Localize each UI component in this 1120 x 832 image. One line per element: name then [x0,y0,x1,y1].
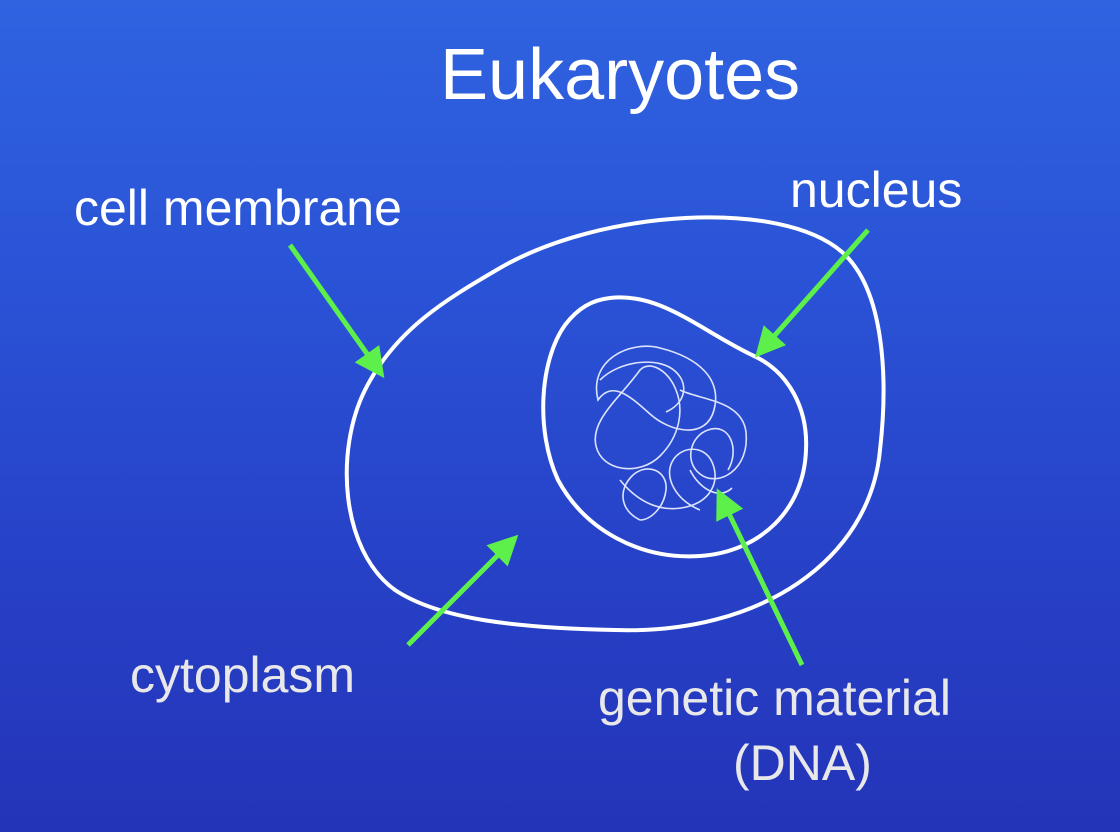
label-cell-membrane: cell membrane [74,180,402,236]
label-nucleus: nucleus [790,162,963,218]
slide-title: Eukaryotes [440,35,801,115]
arrow-cytoplasm [406,534,519,647]
dna-squiggle [594,345,747,521]
arrow-nucleus [755,228,870,358]
cell-membrane-outline [344,215,886,633]
nucleus-outline [541,295,809,559]
arrow-genetic-material [716,488,805,667]
arrow-cell-membrane [287,243,385,379]
label-genetic-material: genetic material [598,670,951,726]
label-cytoplasm: cytoplasm [130,647,356,703]
label-dna: (DNA) [733,735,872,791]
